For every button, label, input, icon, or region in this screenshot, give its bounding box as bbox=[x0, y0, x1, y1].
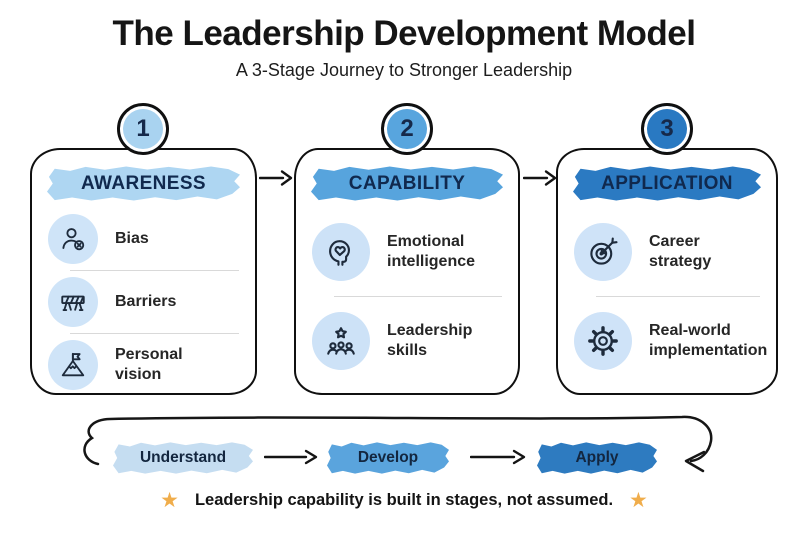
target-arrow-icon bbox=[574, 223, 632, 281]
stage-card-capability: CAPABILITY Emotional intelligence bbox=[294, 148, 520, 395]
stage-card-application: APPLICATION Career strategy bbox=[556, 148, 778, 395]
arrow-stage2-to-stage3-icon bbox=[523, 170, 557, 186]
arrow-develop-to-apply-icon bbox=[470, 449, 526, 465]
flow-step-label: Apply bbox=[575, 449, 619, 466]
stage-1-number: 1 bbox=[136, 115, 150, 142]
stage-1-badge: 1 bbox=[117, 103, 169, 155]
key-takeaway: ★ Leadership capability is built in stag… bbox=[0, 490, 808, 511]
stage-1-header-label: AWARENESS bbox=[80, 172, 206, 194]
barrier-icon bbox=[48, 277, 98, 327]
divider bbox=[596, 296, 760, 297]
divider bbox=[70, 270, 239, 271]
item-label: Bias bbox=[115, 229, 149, 247]
item-label: Personal vision bbox=[115, 345, 183, 383]
head-heart-icon bbox=[312, 223, 370, 281]
flow-step-understand: Understand bbox=[113, 442, 253, 474]
list-item: Real-world implementation bbox=[574, 297, 768, 385]
list-item: Emotional intelligence bbox=[312, 208, 508, 296]
item-label: Real-world implementation bbox=[649, 321, 768, 359]
list-item: Career strategy bbox=[574, 208, 766, 296]
feedback-loop-arrow-icon bbox=[83, 415, 713, 473]
item-label: Career strategy bbox=[649, 232, 712, 270]
stage-2-header: CAPABILITY bbox=[311, 166, 503, 201]
star-icon: ★ bbox=[629, 489, 648, 512]
list-item: Bias bbox=[48, 208, 245, 270]
divider bbox=[70, 333, 239, 334]
flow-step-label: Develop bbox=[357, 449, 419, 466]
stage-3-items: Career strategy Real-world implementatio… bbox=[558, 206, 776, 385]
page-subtitle: A 3-Stage Journey to Stronger Leadership bbox=[235, 60, 573, 80]
stage-1-items: Bias Barriers bbox=[32, 206, 255, 396]
item-label: Leadership skills bbox=[387, 321, 473, 359]
stage-3-number: 3 bbox=[660, 115, 674, 142]
stage-2-badge: 2 bbox=[381, 103, 433, 155]
mountain-flag-icon bbox=[48, 340, 98, 390]
flow-step-develop: Develop bbox=[327, 442, 449, 474]
star-icon: ★ bbox=[160, 489, 179, 512]
stage-2-header-label: CAPABILITY bbox=[348, 172, 466, 194]
list-item: Personal vision bbox=[48, 334, 245, 396]
stage-1-header: AWARENESS bbox=[47, 166, 240, 201]
stage-2-number: 2 bbox=[400, 115, 414, 142]
item-label: Barriers bbox=[115, 292, 177, 310]
stage-2-items: Emotional intelligence Leadership skills bbox=[296, 206, 518, 385]
key-takeaway-text: Leadership capability is built in stages… bbox=[194, 491, 614, 509]
list-item: Leadership skills bbox=[312, 297, 508, 385]
item-label: Emotional intelligence bbox=[387, 232, 476, 270]
stage-3-header: APPLICATION bbox=[573, 166, 761, 201]
page-title: The Leadership Development Model bbox=[112, 14, 697, 53]
arrow-stage1-to-stage2-icon bbox=[259, 170, 293, 186]
star-people-icon bbox=[312, 312, 370, 370]
list-item: Barriers bbox=[48, 271, 245, 333]
flow-step-label: Understand bbox=[139, 449, 227, 466]
stage-3-header-label: APPLICATION bbox=[601, 172, 733, 194]
arrow-understand-to-develop-icon bbox=[264, 449, 318, 465]
person-x-icon bbox=[48, 214, 98, 264]
flow-step-apply: Apply bbox=[537, 442, 657, 474]
divider bbox=[334, 296, 502, 297]
gear-icon bbox=[574, 312, 632, 370]
stage-3-badge: 3 bbox=[641, 103, 693, 155]
stage-card-awareness: AWARENESS Bias bbox=[30, 148, 257, 395]
